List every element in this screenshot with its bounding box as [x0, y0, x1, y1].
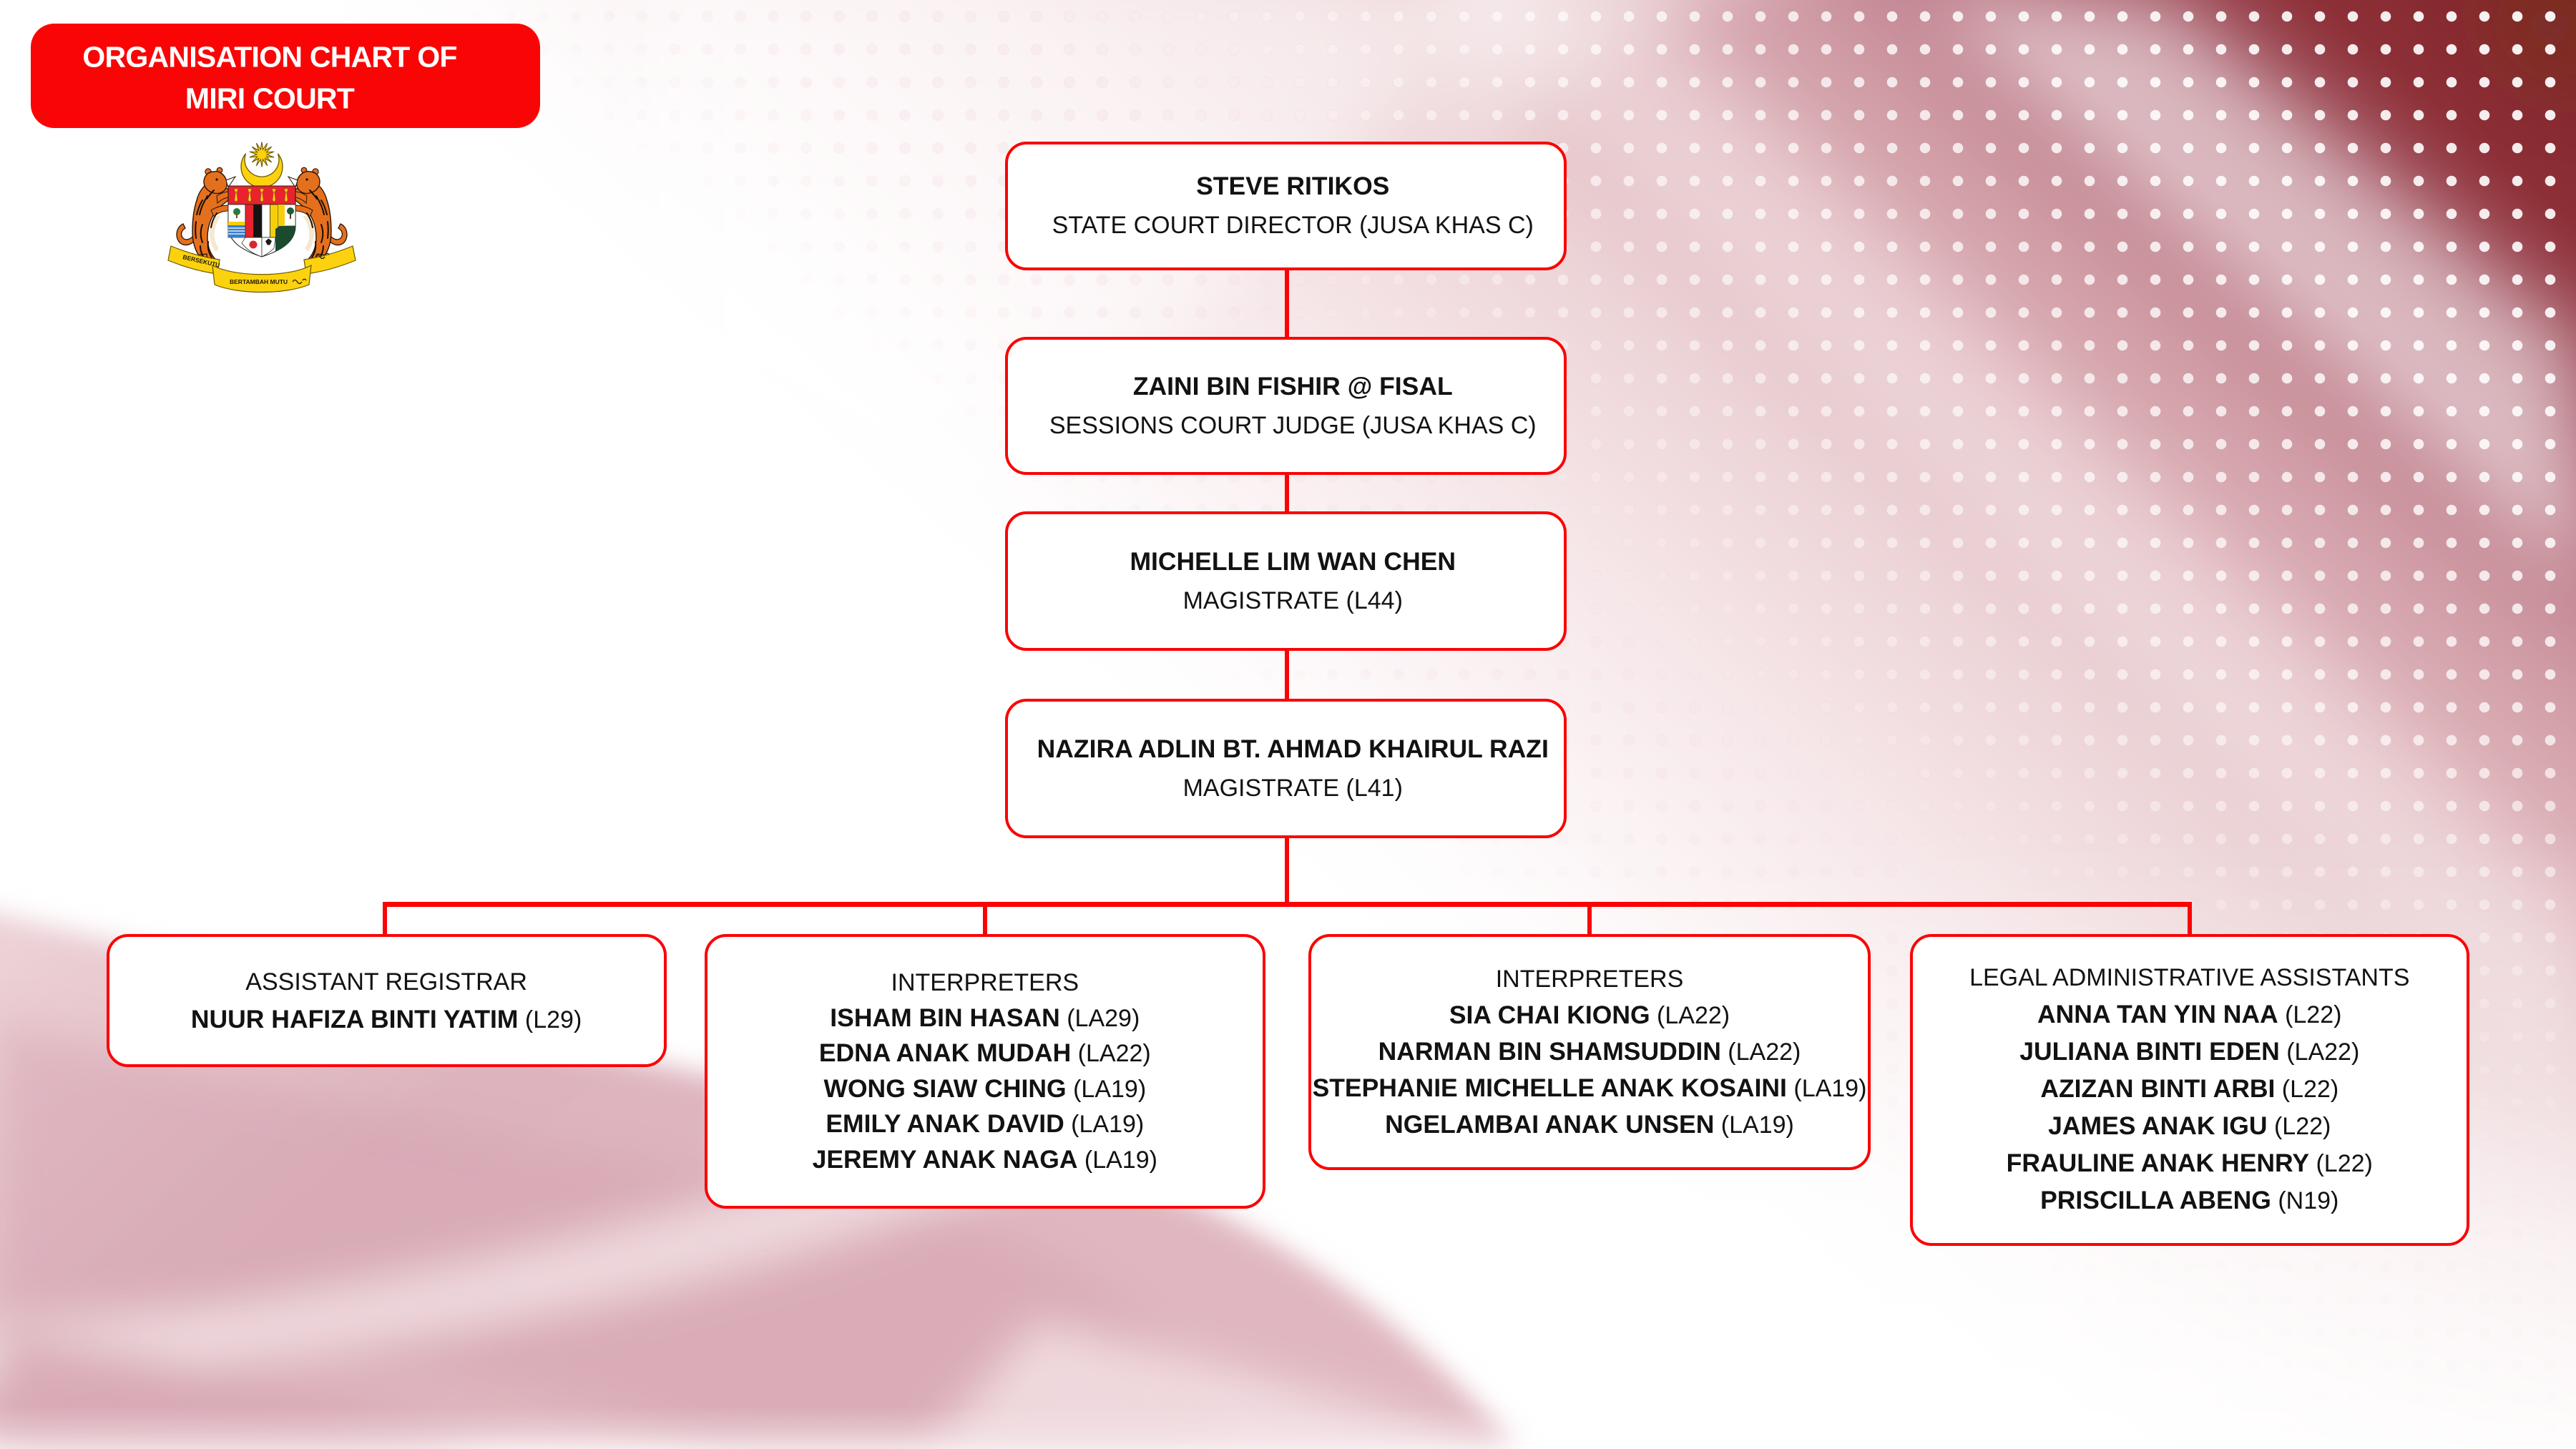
svg-text:BERTAMBAH MUTU: BERTAMBAH MUTU [230, 278, 288, 285]
